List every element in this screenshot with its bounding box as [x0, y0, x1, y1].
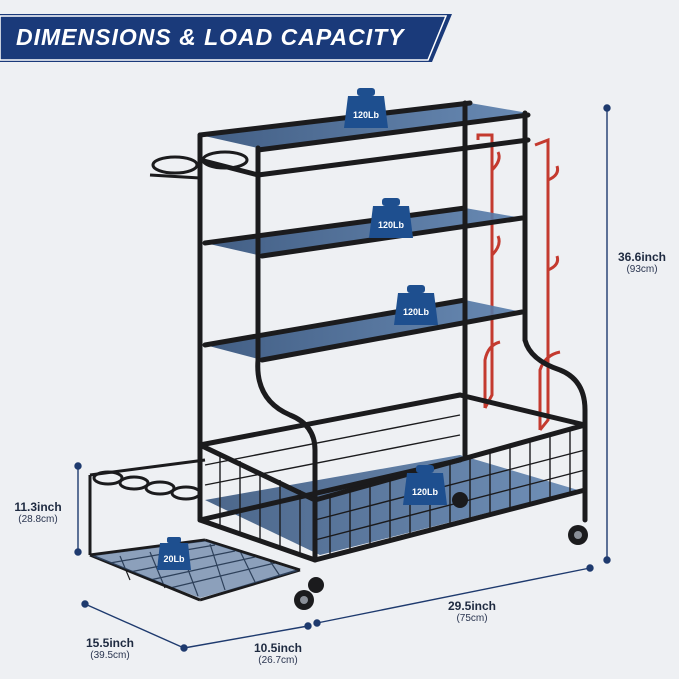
basket-height-metric: (28.8cm) — [18, 514, 58, 525]
height-dimension: 36.6inch (93cm) — [606, 250, 678, 275]
weight-icon-side — [157, 537, 191, 570]
basket-depth-metric: (39.5cm) — [90, 650, 130, 661]
side-basket — [88, 458, 301, 602]
depth-value: 10.5inch — [253, 641, 303, 655]
weight-icon-top — [344, 88, 388, 128]
ball-ring — [149, 150, 249, 180]
weight-icon-lower — [394, 285, 438, 325]
weight-icon-basket — [403, 465, 447, 505]
wheels — [294, 492, 588, 610]
load-label-middle: 120Lb — [377, 220, 404, 230]
width-metric: (75cm) — [456, 613, 488, 624]
load-label-lower: 120Lb — [402, 307, 429, 317]
width-value: 29.5inch — [447, 599, 497, 613]
depth-dimension: 10.5inch (26.7cm) — [242, 641, 314, 666]
dimension-lines — [74, 104, 611, 652]
height-metric: (93cm) — [626, 264, 658, 275]
side-basket-floor — [92, 541, 298, 598]
height-value: 36.6inch — [617, 250, 667, 264]
basket-height-value: 11.3inch — [14, 500, 62, 514]
basket-depth-dimension: 15.5inch (39.5cm) — [74, 636, 146, 661]
hooks — [476, 133, 561, 431]
depth-metric: (26.7cm) — [258, 655, 298, 666]
width-dimension: 29.5inch (75cm) — [436, 599, 508, 624]
banner-title: DIMENSIONS & LOAD CAPACITY — [16, 24, 405, 50]
load-label-top: 120Lb — [352, 110, 379, 120]
basket-depth-value: 15.5inch — [85, 636, 135, 650]
basket-grid — [204, 414, 586, 555]
basket-height-dimension: 11.3inch (28.8cm) — [2, 500, 74, 525]
banner-shape — [0, 14, 452, 62]
load-label-basket: 120Lb — [411, 487, 438, 497]
weight-icon-middle — [369, 198, 413, 238]
title-banner: DIMENSIONS & LOAD CAPACITY — [0, 14, 452, 62]
load-label-side: 20Lb — [163, 554, 185, 564]
weight-icons — [157, 88, 447, 570]
